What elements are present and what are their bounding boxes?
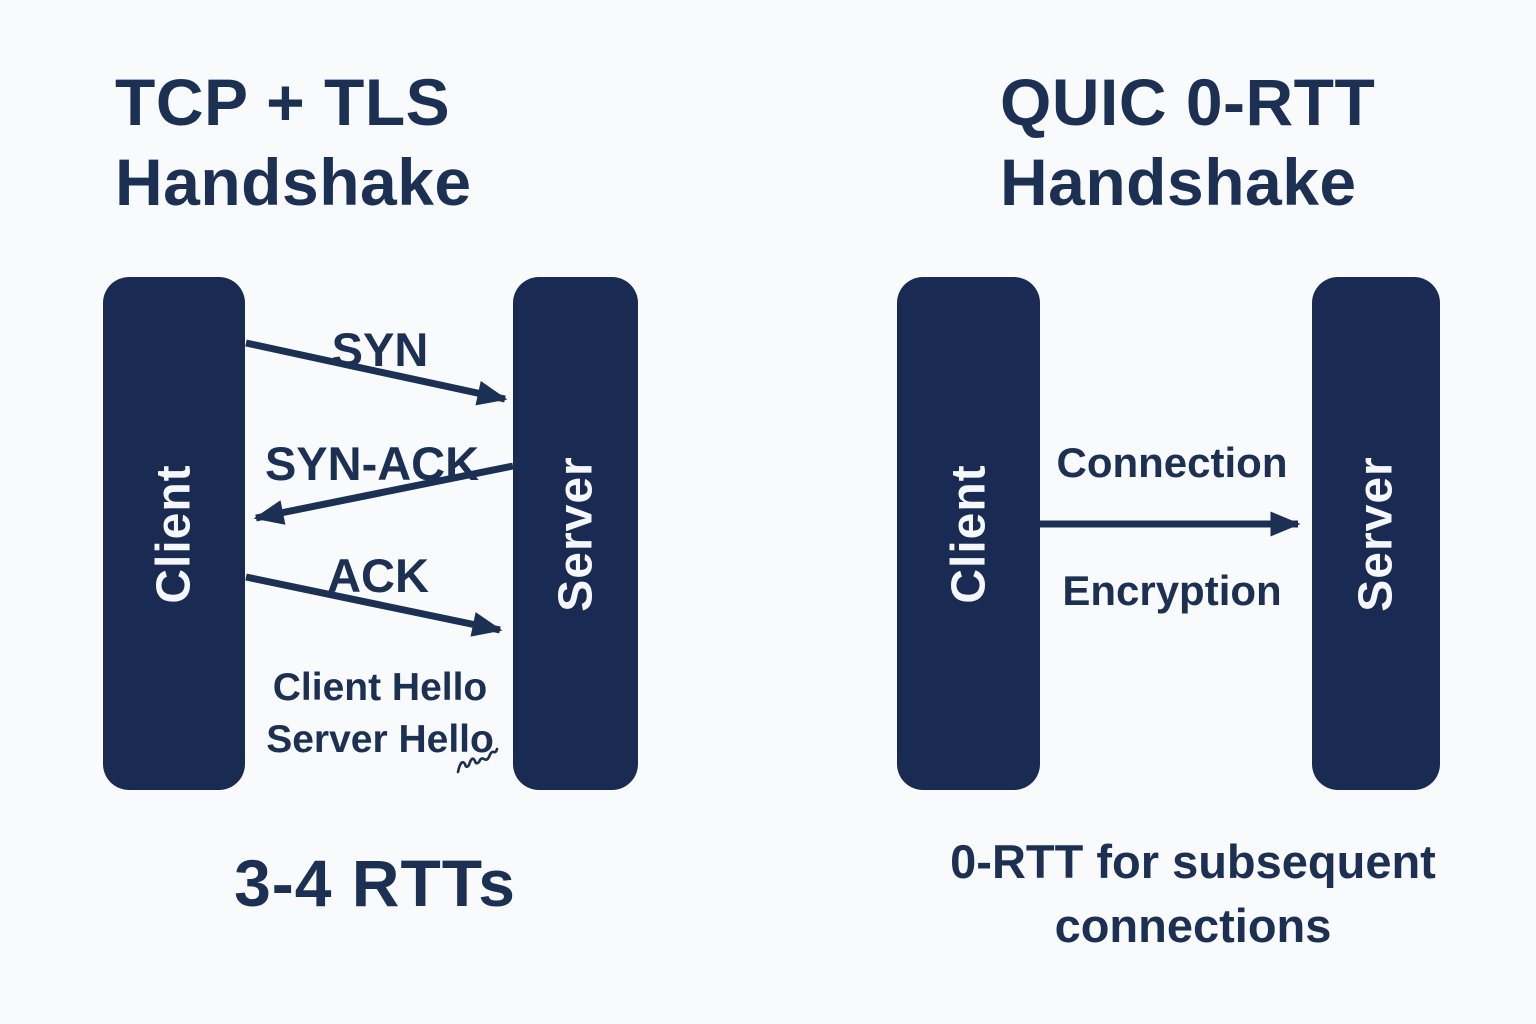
tcp-rtt-caption: 3-4 RTTs xyxy=(234,846,516,920)
tcp-server-bar-label: Server xyxy=(549,455,602,612)
quic-caption-rest: for subsequent xyxy=(1083,835,1436,888)
quic-title-line1: QUIC 0-RTT xyxy=(1000,65,1376,139)
syn-label: SYN xyxy=(331,323,429,376)
quic-caption-line2: connections xyxy=(1054,899,1332,952)
server-hello-text: Server Hello xyxy=(266,718,494,761)
tcp-client-bar: Client xyxy=(103,277,245,790)
tcp-client-bar-label: Client xyxy=(147,463,201,604)
quic-title-line2: Handshake xyxy=(1000,145,1357,219)
encryption-label: Encryption xyxy=(1062,567,1282,614)
tcp-tls-title-line2: Handshake xyxy=(115,145,472,219)
quic-caption-bold: 0-RTT xyxy=(950,835,1084,888)
quic-client-bar-label: Client xyxy=(942,463,995,604)
ack-label: ACK xyxy=(327,549,429,602)
quic-client-bar: Client xyxy=(897,277,1040,790)
tcp-tls-title-line1: TCP + TLS xyxy=(115,65,451,139)
quic-server-bar-label: Server xyxy=(1349,455,1403,612)
quic-rtt-caption: 0-RTT for subsequent connections xyxy=(880,830,1506,958)
quic-server-bar: Server xyxy=(1312,277,1440,790)
syn-ack-label: SYN-ACK xyxy=(264,437,480,490)
connection-label: Connection xyxy=(1056,439,1288,486)
tcp-server-bar: Server xyxy=(513,277,638,790)
client-hello-text: Client Hello xyxy=(272,666,488,709)
